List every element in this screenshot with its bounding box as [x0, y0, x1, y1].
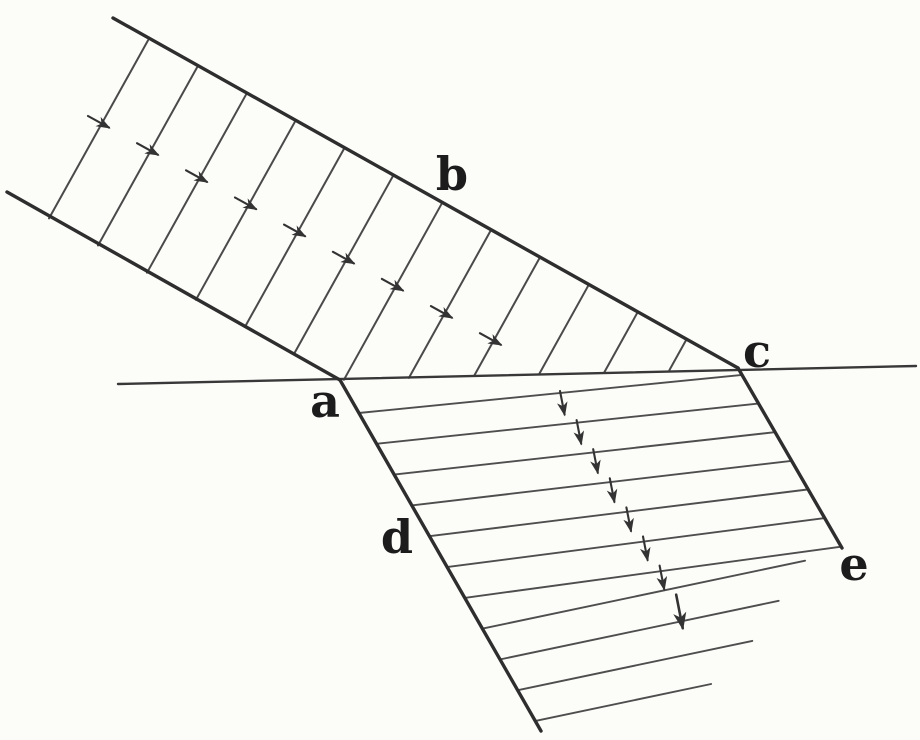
incident-wavefront-6: [342, 202, 443, 381]
refracted-ray-arrow-2: [590, 448, 601, 475]
incident-ray-arrow-3: [233, 196, 258, 211]
label-b: b: [435, 147, 469, 201]
refracted-ray-arrow-0: [556, 389, 568, 417]
incident-ray-arrow-2: [184, 169, 209, 183]
refracted-wavefront-4: [428, 488, 809, 538]
refracted-right-edge-e: [736, 366, 844, 550]
incident-wavefront-0: [48, 39, 149, 220]
label-d: d: [380, 510, 414, 564]
refracted-wavefront-5: [445, 517, 825, 569]
incident-wavefront-10: [603, 310, 639, 374]
refracted-wavefront-2: [393, 431, 776, 476]
incident-wavefront-5: [292, 175, 394, 356]
incident-ray-arrow-1: [135, 142, 160, 156]
incident-wavefront-9: [538, 283, 590, 375]
refracted-wavefront-9: [516, 639, 754, 692]
refracted-ray-arrow-6: [656, 564, 668, 591]
refracted-wavefront-1: [375, 402, 760, 445]
incident-left-edge: [5, 190, 342, 382]
refracted-wavefront-7: [481, 559, 807, 630]
incident-ray-arrow-7: [429, 305, 454, 319]
refracted-ray-arrow-4: [623, 506, 634, 533]
refracted-ray-arrow-7: [673, 593, 687, 631]
incident-ray-arrow-8: [478, 332, 503, 346]
incident-wavefront-8: [473, 256, 541, 377]
incident-ray-arrow-5: [331, 250, 356, 265]
label-c: c: [742, 324, 772, 378]
refracted-wavefront-10: [533, 683, 713, 723]
label-e: e: [839, 537, 869, 591]
label-a: a: [310, 374, 340, 428]
refracted-wavefront-6: [463, 545, 842, 599]
refracted-wavefront-0: [357, 373, 743, 414]
media-interface-line: [116, 364, 918, 386]
incident-wavefront-3: [194, 120, 296, 301]
refracted-wavefront-3: [410, 459, 793, 507]
incident-wavefront-2: [146, 93, 247, 274]
refracted-left-edge-d: [338, 378, 543, 733]
refracted-ray-arrow-1: [573, 419, 585, 446]
incident-ray-arrow-4: [282, 223, 307, 238]
incident-ray-arrow-6: [380, 277, 405, 292]
refracted-ray-arrow-3: [606, 477, 618, 504]
incident-wavefront-7: [407, 229, 492, 379]
incident-wavefront-1: [97, 66, 198, 247]
incident-ray-arrow-0: [86, 114, 111, 129]
incident-wavefront-4: [243, 148, 345, 328]
refracted-ray-arrow-5: [639, 535, 651, 562]
incident-right-edge: [111, 16, 740, 370]
incident-wavefront-11: [668, 338, 688, 372]
refracted-wavefront-8: [498, 599, 780, 661]
